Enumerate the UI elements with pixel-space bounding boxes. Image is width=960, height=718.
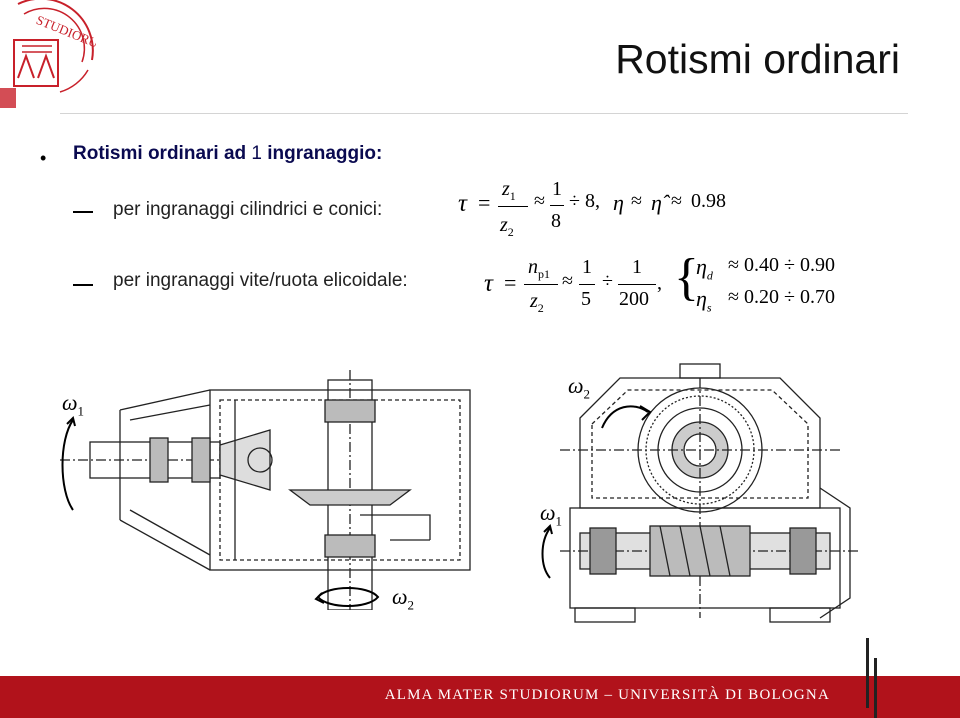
div-sign: ÷ [569,190,580,212]
bullet-heading-bold: Rotismi ordinari ad [73,143,247,164]
footer-text: ALMA MATER STUDIORUM – UNIVERSITÀ DI BOL… [384,687,830,703]
approx-sign: ≈ [534,190,545,212]
eta-symbol: η [613,190,624,215]
eta-d-symbol: ηd [696,254,713,283]
f2-denominator: 200 [619,288,649,310]
bullet-heading-rest: ingranaggio: [267,143,383,164]
tau-symbol: τ [458,190,467,217]
approx-sign-2: ≈ [631,190,642,212]
formula-worm: τ = np1 z2 ≈ 1 5 ÷ 1 200 , { ηd ≈ 0.40 ÷… [484,248,864,320]
equals-sign: = [478,190,491,215]
div-sign-2: ÷ [602,270,613,292]
ratio-denominator: 8 [551,210,561,232]
f2-bar [618,284,656,285]
left-output-rotation-arrow [314,587,380,607]
z2-symbol: z2 [500,214,514,239]
bevel-gearbox-drawing [60,370,471,610]
f1-bar [579,284,595,285]
sub-item-cylindrical: per ingranaggi cilindrici e conici: [113,199,383,220]
fraction-bar-2 [524,284,558,285]
left-input-rotation-arrow [61,416,76,511]
footer-bar: ALMA MATER STUDIORUM – UNIVERSITÀ DI BOL… [0,676,960,718]
approx-sign-4: ≈ [562,270,573,292]
eta-hat-symbol: η̂ [651,190,662,215]
bullet-heading: Rotismi ordinari ad 1 ingranaggio: [73,143,382,165]
approx-sign-3: ≈ [671,190,682,212]
fraction-bar [498,206,528,207]
omega-right-input: ω1 [540,500,563,529]
eta-s-range: ≈ 0.20 ÷ 0.70 [728,286,835,308]
z2-symbol-2: z2 [530,290,544,315]
formula-cylindrical: τ = z1 z2 ≈ 1 8 ÷ 8, η ≈ η̂ ≈ 0.98 [458,178,758,242]
right-input-rotation-arrow [541,524,553,579]
omega-left-input: ω1 [62,390,85,419]
z1-symbol: z1 [502,178,516,203]
dash-2 [73,284,93,286]
dash-1 [73,211,93,213]
ratio-numerator: 1 [552,178,562,200]
footer-decoration-bars [866,638,877,718]
omega-right-output: ω2 [568,373,591,402]
bullet-heading-number: 1 [251,143,262,164]
f2-numerator: 1 [632,256,642,278]
worm-gearbox-drawing [560,363,860,623]
comma: , [657,272,662,294]
bullet-dot: • [40,148,47,168]
np1-symbol: np1 [528,256,550,281]
sub-item-worm: per ingranaggi vite/ruota elicoidale: [113,270,408,291]
omega-left-output: ω2 [392,584,415,613]
tau-symbol-2: τ [484,270,493,297]
university-seal-logo: STUDIORUM [0,0,96,112]
eta-s-symbol: ηs [696,286,712,315]
efficiency-value: 0.98 [691,190,726,212]
ratio-bar [550,205,564,206]
f1-denominator: 5 [581,288,591,310]
ratio-upper: 8, [585,190,600,212]
equals-sign-2: = [504,270,517,295]
title-divider [60,113,908,114]
eta-d-range: ≈ 0.40 ÷ 0.90 [728,254,835,276]
right-output-rotation-arrow [601,405,652,429]
f1-numerator: 1 [582,256,592,278]
slide-title: Rotismi ordinari [615,36,900,82]
brace: { [674,249,699,306]
